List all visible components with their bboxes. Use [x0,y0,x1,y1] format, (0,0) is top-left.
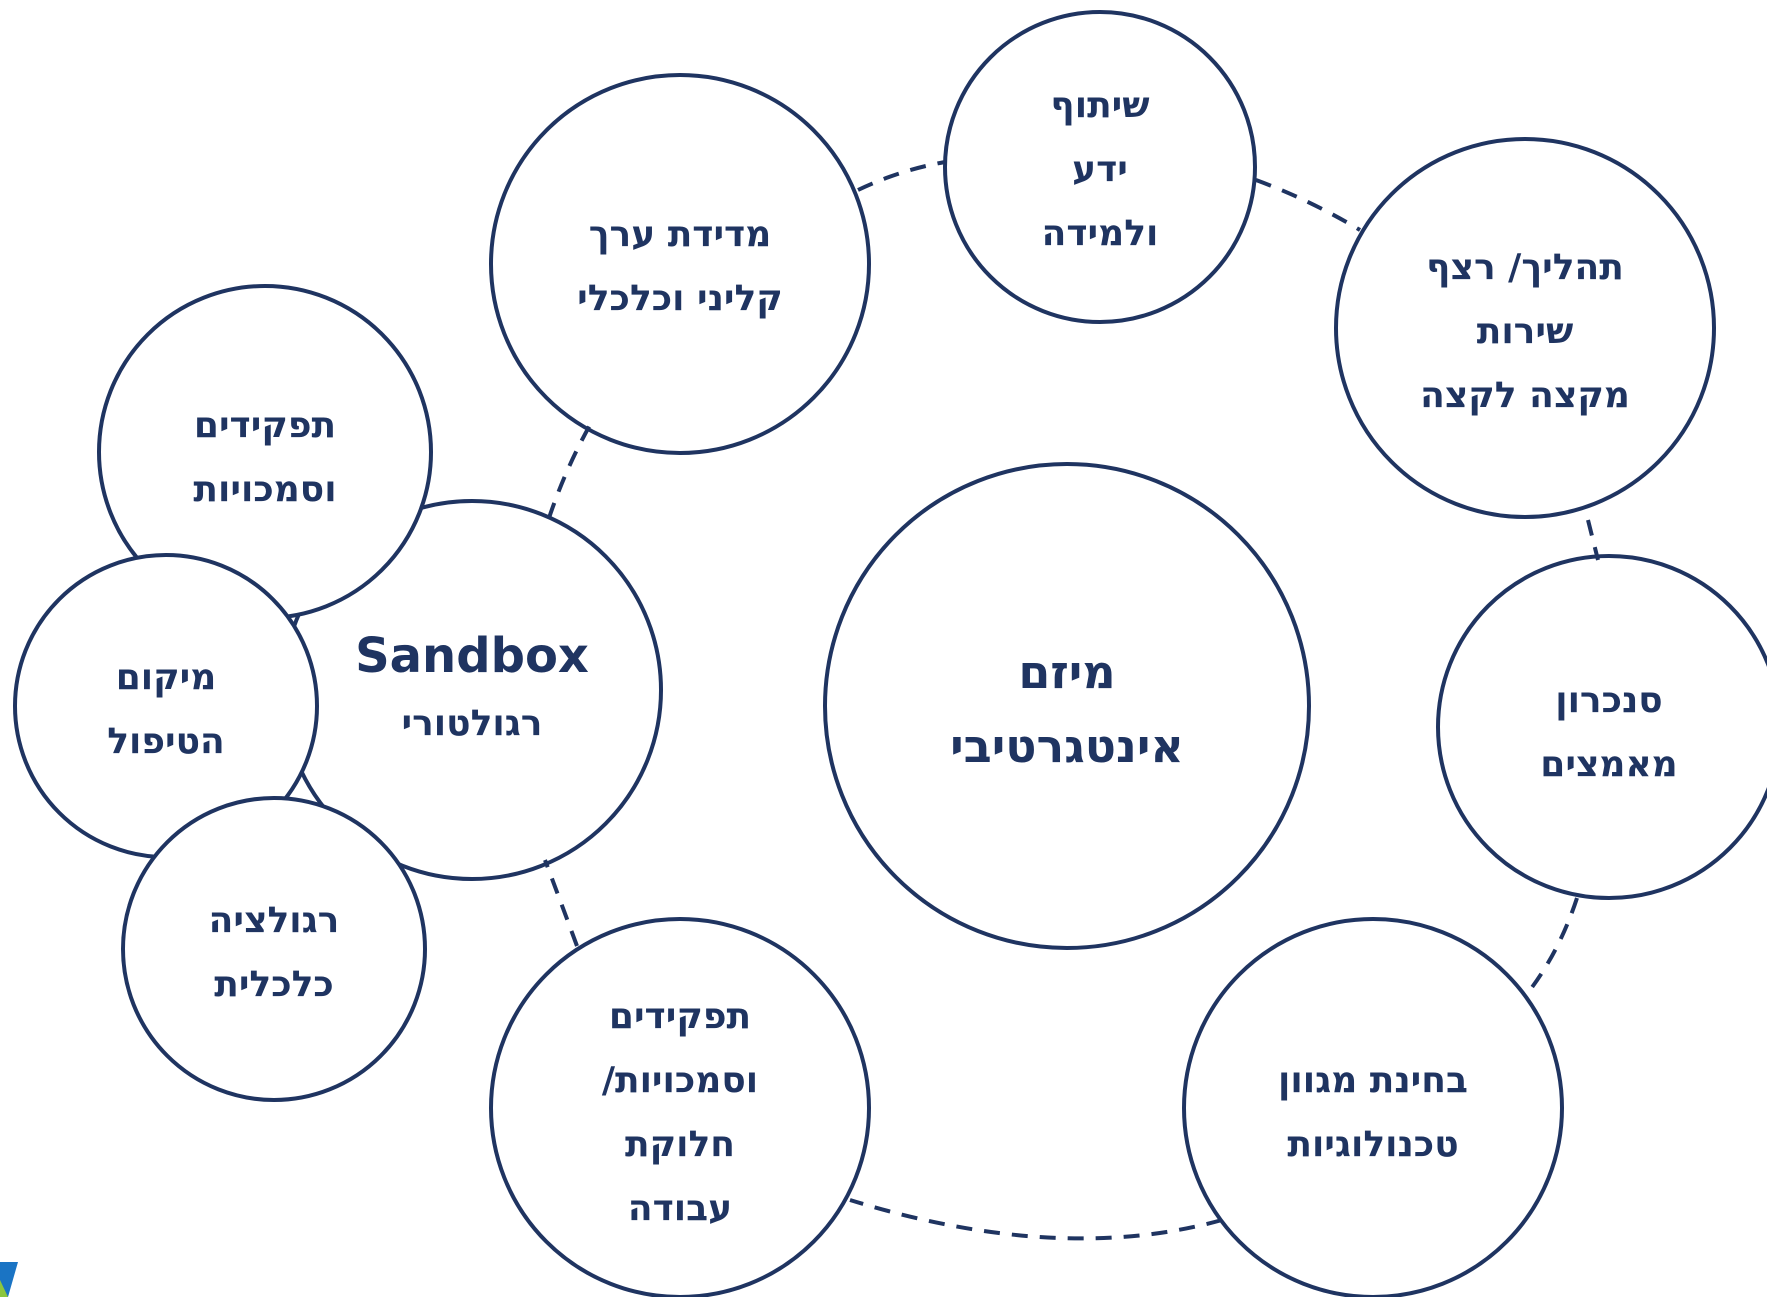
knowledge-circle [943,10,1257,324]
roles-bottom-circle [489,917,871,1297]
process-label-line1: תהליך/ רצף [1426,247,1624,288]
knowledge-label-line2: ידע [1072,149,1128,190]
center-circle [823,462,1311,950]
roles-left-label-line2: וסמכויות [193,469,336,510]
knowledge-label-line3: ולמידה [1042,213,1159,254]
roles-left-label-line1: תפקידים [194,405,336,446]
process-label-line3: מקצה לקצה [1420,375,1630,416]
sandbox-label-line1: Sandbox [355,628,589,684]
connector-knowledge-process [1255,178,1362,232]
econ-label-line2: כלכלית [214,964,334,1005]
value-circle [489,73,871,455]
tech-label-line2: טכנולוגיות [1287,1124,1458,1165]
roles-bottom-label-line1: תפקידים [609,996,751,1037]
roles-bottom-label-line4: עבודה [628,1188,732,1229]
center-label-line2: אינטגרטיבי [950,719,1184,773]
connector-process-sync [1586,519,1600,561]
sync-circle [1436,554,1767,900]
location-label-line2: הטיפול [107,721,225,762]
labels: מיזם אינטגרטיבי שיתוף ידע ולמידה מדידת ע… [107,85,1678,1229]
econ-circle [121,796,427,1102]
value-label-line1: מדידת ערך [589,214,772,255]
sync-label-line1: סנכרון [1555,680,1663,721]
connector-sandbox-value [547,424,592,519]
dashed-connectors [543,160,1600,1241]
roles-bottom-label-line2: וסמכויות/ [602,1060,758,1101]
connector-sync-tech [1528,897,1579,992]
connector-value-knowledge [857,160,946,192]
knowledge-label-line1: שיתוף [1050,85,1149,126]
tech-label-line1: בחינת מגוון [1278,1060,1468,1101]
location-label-line1: מיקום [116,657,217,698]
roles-bottom-label-line3: חלוקת [625,1124,735,1165]
process-circle [1334,137,1716,519]
value-label-line2: קליני וכלכלי [577,278,783,319]
sandbox-label-line2: רגולטורי [402,703,543,744]
connector-rolesbottom-sandbox [543,859,579,947]
partial-logo-icon [0,1262,18,1297]
center-label-line1: מיזם [1018,645,1115,699]
circles [13,10,1767,1297]
econ-label-line1: רגולציה [209,900,340,941]
connector-tech-rolesbottom [849,1198,1223,1241]
sync-label-line2: מאמצים [1540,744,1677,785]
tech-circle [1182,917,1564,1297]
process-label-line2: שירות [1477,311,1574,352]
